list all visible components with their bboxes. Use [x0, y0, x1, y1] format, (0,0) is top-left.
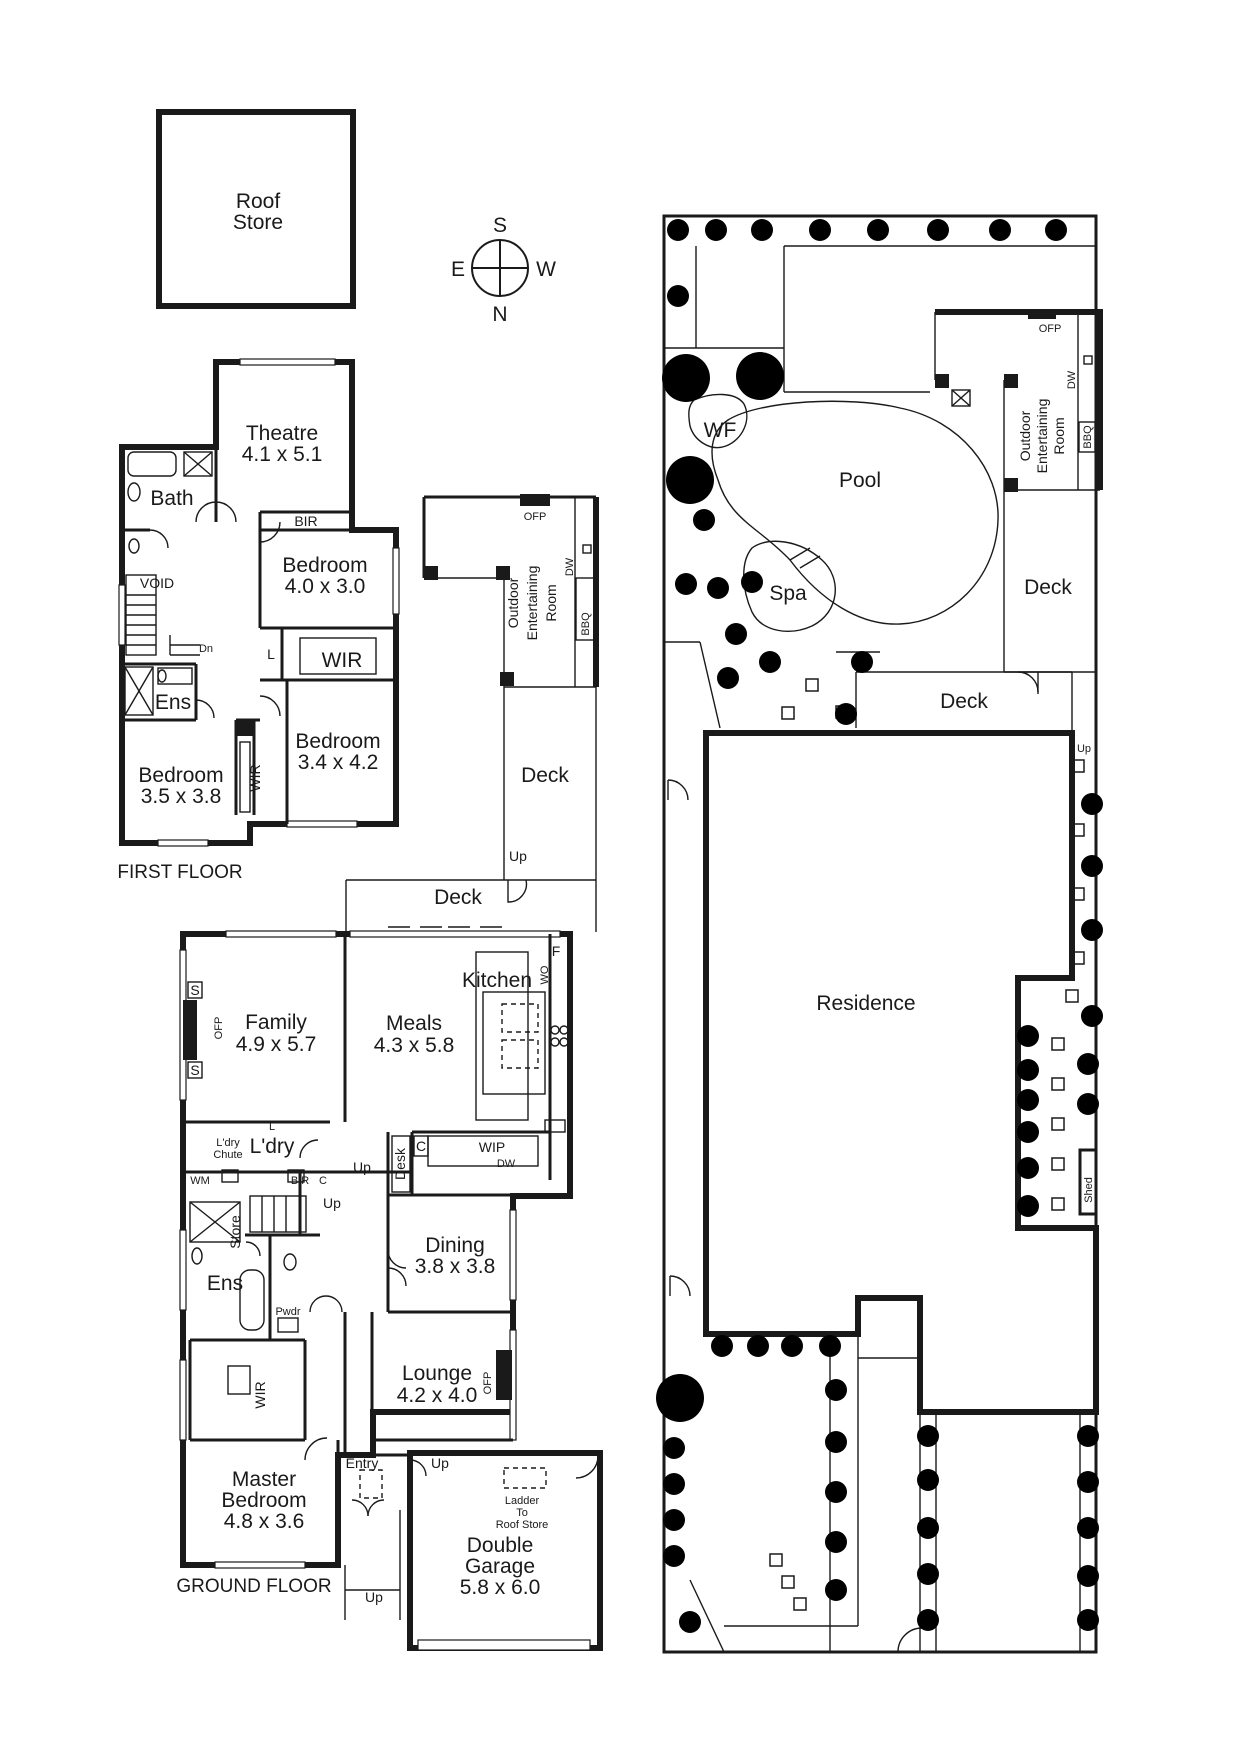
- lounge-size: 4.2 x 4.0: [397, 1384, 478, 1407]
- bedroom-1-size: 4.0 x 3.0: [285, 575, 366, 598]
- first-floor-caption: FIRST FLOOR: [117, 862, 242, 883]
- gf-cupboard-label: C: [319, 1175, 327, 1187]
- bedroom-1-label: Bedroom: [282, 554, 367, 577]
- site-bbq-label: BBQ: [1082, 425, 1094, 449]
- cupboard-label: C: [416, 1138, 426, 1154]
- site-dw-label: DW: [1066, 370, 1078, 389]
- outdoor-room-line1: Outdoor: [505, 577, 521, 628]
- water-feature-label: WF: [704, 419, 737, 442]
- wall-oven-label: WO: [539, 965, 551, 984]
- garage-label-2: Garage: [465, 1555, 535, 1578]
- lounge-ofp-label: OFP: [482, 1372, 494, 1395]
- lounge-label: Lounge: [402, 1362, 472, 1385]
- residence-label: Residence: [816, 992, 915, 1015]
- stairs-up-label-2: Up: [323, 1195, 341, 1211]
- meals-size: 4.3 x 5.8: [374, 1034, 455, 1057]
- garage-size: 5.8 x 6.0: [460, 1576, 541, 1599]
- compass-west: W: [536, 258, 556, 281]
- gf-bbq-label: BBQ: [580, 612, 592, 636]
- ladder-line2: To: [516, 1507, 528, 1519]
- void-label: VOID: [140, 575, 174, 591]
- ladder-line3: Roof Store: [496, 1519, 549, 1531]
- bedroom-2-label: Bedroom: [295, 730, 380, 753]
- ldry-chute-line1: L'dry: [216, 1137, 240, 1149]
- bedroom-2-size: 3.4 x 4.2: [298, 751, 379, 774]
- master-label-2: Bedroom: [221, 1489, 306, 1512]
- wip-label: WIP: [479, 1139, 505, 1155]
- family-label: Family: [245, 1011, 307, 1034]
- stairs-up-label: Up: [353, 1159, 371, 1175]
- ground-floor-caption: GROUND FLOOR: [176, 1576, 331, 1597]
- compass-north: N: [492, 303, 507, 326]
- master-size: 4.8 x 3.6: [224, 1510, 305, 1533]
- powder-label: Pwdr: [275, 1306, 300, 1318]
- ens-label: Ens: [155, 691, 191, 714]
- bath-label: Bath: [150, 487, 193, 510]
- site-deck-right-label: Deck: [1024, 576, 1072, 599]
- washing-machine-label: WM: [190, 1175, 210, 1187]
- dining-size: 3.8 x 3.8: [415, 1255, 496, 1278]
- wir-label: WIR: [322, 649, 363, 672]
- compass-south: S: [493, 214, 507, 237]
- shelf-top-label: S: [190, 982, 199, 998]
- wip-dw-label: DW: [497, 1158, 516, 1170]
- laundry-label: L'dry: [250, 1135, 295, 1158]
- site-deck-mid-label: Deck: [940, 690, 988, 713]
- family-ofp-label: OFP: [213, 1017, 225, 1040]
- meals-label: Meals: [386, 1012, 442, 1035]
- theatre-label: Theatre: [246, 422, 318, 445]
- linen-label: L: [267, 646, 275, 662]
- spa-label: Spa: [769, 582, 807, 605]
- garage-label: Double: [467, 1534, 534, 1557]
- master-label: Master: [232, 1468, 296, 1491]
- roof-store-label: Roof: [236, 190, 281, 213]
- site-up-label: Up: [1077, 743, 1091, 755]
- bir-label: BIR: [294, 513, 317, 529]
- master-ens-label: Ens: [207, 1272, 243, 1295]
- fridge-label: F: [552, 943, 561, 959]
- front-up-label: Up: [365, 1589, 383, 1605]
- first-floor-plan: Theatre 4.1 x 5.1 Bath BIR Bedroom 4.0 x…: [117, 358, 400, 883]
- pool-label: Pool: [839, 469, 881, 492]
- shed-label: Shed: [1083, 1177, 1095, 1203]
- shelf-bottom-label: S: [190, 1062, 199, 1078]
- dining-label: Dining: [425, 1234, 485, 1257]
- store-label: Store: [227, 1215, 243, 1249]
- deck-up-label: Up: [509, 848, 527, 864]
- outdoor-room-line2: Entertaining: [524, 566, 540, 641]
- gf-dw-label: DW: [564, 557, 576, 576]
- garage-up-label: Up: [431, 1455, 449, 1471]
- outdoor-room-line3: Room: [543, 584, 559, 621]
- gf-bir-label: BIR: [291, 1175, 309, 1187]
- site-plan: OFP Outdoor Entertaining Room DW BBQ WF …: [656, 214, 1103, 1654]
- bedroom-3-size: 3.5 x 3.8: [141, 785, 222, 808]
- deck-main-label: Deck: [434, 886, 482, 909]
- kitchen-label: Kitchen: [462, 969, 532, 992]
- family-size: 4.9 x 5.7: [236, 1033, 317, 1056]
- dn-label: Dn: [199, 643, 213, 655]
- compass-icon: S N E W: [451, 214, 556, 326]
- roof-store-label-2: Store: [233, 211, 283, 234]
- ladder-line1: Ladder: [505, 1495, 540, 1507]
- bedroom-3-label: Bedroom: [138, 764, 223, 787]
- master-wir-label: WIR: [252, 1381, 268, 1408]
- entry-label: Entry: [346, 1455, 379, 1471]
- wir-vertical-label: WIR: [247, 764, 263, 791]
- gf-ofp-label: OFP: [524, 511, 547, 523]
- theatre-size: 4.1 x 5.1: [242, 443, 323, 466]
- site-ofp-label: OFP: [1039, 323, 1062, 335]
- gf-linen-label: L: [269, 1121, 275, 1133]
- ldry-chute-line2: Chute: [213, 1149, 242, 1161]
- compass-east: E: [451, 258, 465, 281]
- site-outdoor-line1: Outdoor: [1017, 410, 1033, 461]
- deck-side-label: Deck: [521, 764, 569, 787]
- site-outdoor-line2: Entertaining: [1034, 399, 1050, 474]
- site-outdoor-line3: Room: [1051, 417, 1067, 454]
- desk-label: Desk: [392, 1147, 408, 1180]
- roof-store: Roof Store: [156, 109, 356, 309]
- ground-floor-plan: Outdoor Entertaining Room OFP DW BBQ Dec…: [176, 494, 603, 1651]
